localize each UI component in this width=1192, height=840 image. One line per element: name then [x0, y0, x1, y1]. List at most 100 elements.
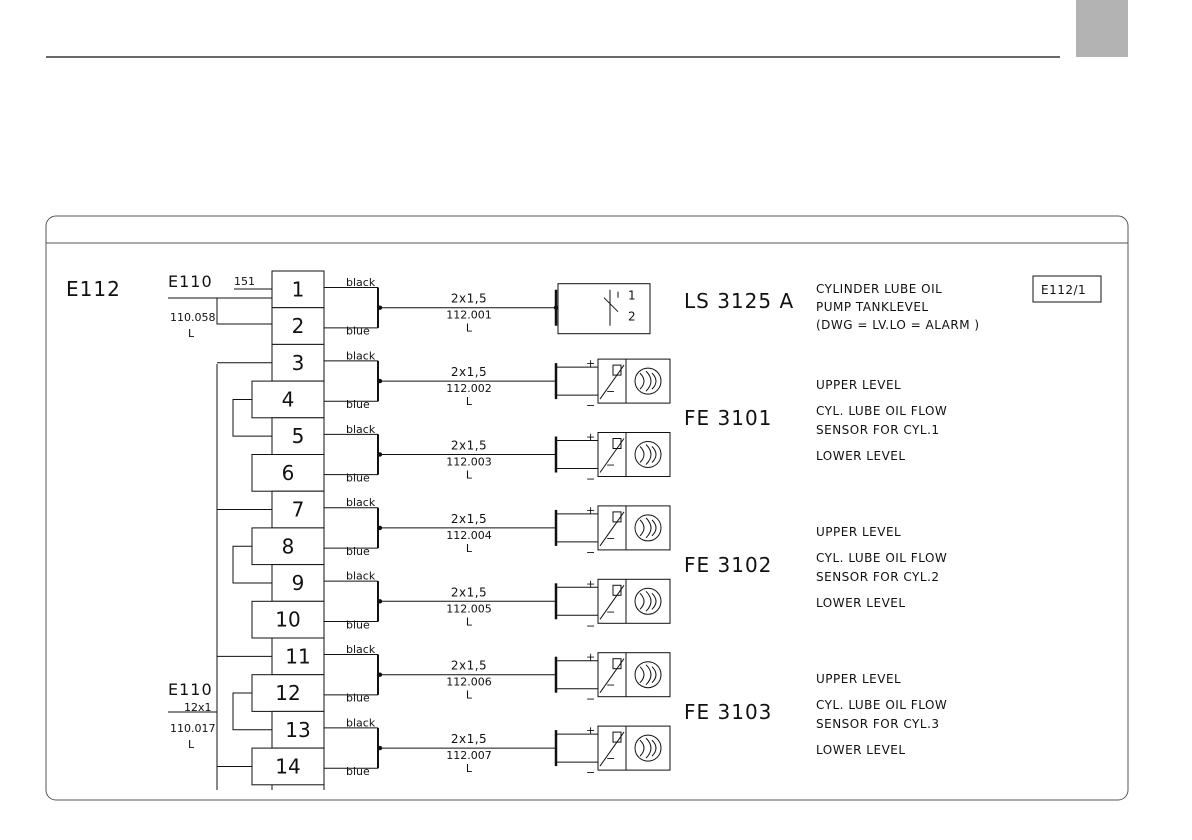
terminal-label-8: 8: [282, 534, 295, 558]
polarity-plus: +: [586, 431, 595, 444]
source-top-label: E110: [168, 272, 213, 291]
terminal-13[interactable]: [271, 710, 325, 749]
cable-size: 2x1,5: [451, 659, 487, 673]
ls3125a-desc-line1: CYLINDER LUBE OIL: [816, 282, 942, 296]
terminal-9[interactable]: [271, 564, 325, 602]
fe3102-desc-line2: SENSOR FOR CYL.2: [816, 570, 940, 584]
sheet-id: E112: [66, 277, 121, 301]
terminal-label-6: 6: [282, 461, 295, 485]
cable-size: 2x1,5: [451, 439, 487, 453]
wire-label-blue: blue: [346, 545, 370, 558]
wire-label-blue: blue: [346, 325, 370, 338]
cable-type: L: [466, 615, 473, 628]
cable-number: 112.001: [446, 309, 492, 322]
sensor-minus: −: [606, 459, 615, 472]
cable-type: L: [466, 542, 473, 555]
lower-level-label-2: LOWER LEVEL: [816, 596, 906, 610]
fe3101-desc-line2: SENSOR FOR CYL.1: [816, 423, 940, 437]
cable-type: L: [466, 689, 473, 702]
cable-number: 112.006: [446, 676, 492, 689]
source-bottom-cable-type: L: [188, 738, 195, 751]
switch-pin-1: 1: [628, 289, 636, 303]
terminal-1[interactable]: [271, 270, 325, 309]
upper-level-label-2: UPPER LEVEL: [816, 525, 901, 539]
fe3103-desc-line2: SENSOR FOR CYL.3: [816, 717, 940, 731]
sensor-minus: −: [606, 679, 615, 692]
cable-size: 2x1,5: [451, 292, 487, 306]
wire-label-blue: blue: [346, 692, 370, 705]
sheet-ref[interactable]: E112/1: [1041, 283, 1086, 297]
wire-label-blue: blue: [346, 765, 370, 778]
terminal-5[interactable]: [271, 417, 325, 455]
terminal-2[interactable]: [271, 307, 325, 345]
wire-label-black: black: [346, 349, 376, 362]
polarity-minus: −: [586, 546, 595, 559]
level-switch-symbol: [557, 283, 651, 335]
sheet-ref-box[interactable]: [1032, 275, 1102, 303]
lower-level-label-1: LOWER LEVEL: [816, 449, 906, 463]
wire-label-black: black: [346, 643, 376, 656]
terminal-label-13: 13: [285, 718, 310, 742]
cable-size: 2x1,5: [451, 585, 487, 599]
source-wiring: [168, 288, 272, 790]
terminal-4[interactable]: [251, 380, 325, 419]
cable-size: 2x1,5: [451, 512, 487, 526]
cable-number: 112.004: [446, 529, 492, 542]
polarity-minus: −: [586, 619, 595, 632]
wire-label-black: black: [346, 276, 376, 289]
page-tab: [1076, 0, 1128, 57]
wire-label-black: black: [346, 570, 376, 583]
upper-level-label-3: UPPER LEVEL: [816, 672, 901, 686]
fe3101-desc-line1: CYL. LUBE OIL FLOW: [816, 404, 947, 418]
terminal-14[interactable]: [251, 747, 325, 786]
polarity-minus: −: [586, 399, 595, 412]
instrument-tag-fe3101: FE 3101: [684, 406, 772, 430]
polarity-minus: −: [586, 473, 595, 486]
flow-sensor-symbol: [597, 505, 671, 551]
ls3125a-desc-line2: PUMP TANKLEVEL: [816, 300, 929, 314]
sensor-head-icon: [634, 514, 662, 542]
terminal-12[interactable]: [251, 674, 325, 712]
wire-label-blue: blue: [346, 618, 370, 631]
polarity-plus: +: [586, 724, 595, 737]
switch-pin-2: 2: [628, 310, 636, 324]
sensor-head-icon: [634, 587, 662, 615]
terminal-label-3: 3: [292, 351, 305, 375]
cable-number: 112.002: [446, 382, 492, 395]
flow-sensor-symbol: [597, 725, 671, 771]
terminal-label-1: 1: [292, 277, 305, 301]
sensor-minus: −: [606, 385, 615, 398]
sensor-head-icon: [634, 367, 662, 395]
polarity-minus: −: [586, 766, 595, 779]
source-bottom-wire: 12x1: [184, 701, 212, 714]
terminal-11[interactable]: [271, 637, 325, 676]
terminal-label-10: 10: [275, 608, 300, 632]
sensor-head-icon: [634, 661, 662, 689]
polarity-plus: +: [586, 504, 595, 517]
terminal-label-9: 9: [292, 571, 305, 595]
instrument-tag-fe3102: FE 3102: [684, 553, 772, 577]
terminal-10[interactable]: [251, 600, 325, 639]
source-bottom-label: E110: [168, 680, 213, 699]
diagram-frame: [45, 215, 1129, 801]
terminal-6[interactable]: [251, 454, 325, 492]
wire-label-blue: blue: [346, 472, 370, 485]
flow-sensor-symbol: [597, 652, 671, 698]
cable-size: 2x1,5: [451, 365, 487, 379]
cable-number: 112.005: [446, 602, 492, 615]
terminal-7[interactable]: [271, 490, 325, 529]
upper-level-label-1: UPPER LEVEL: [816, 378, 901, 392]
wire-label-black: black: [346, 496, 376, 509]
flow-sensor-symbol: [597, 358, 671, 404]
source-bottom-cable: 110.017: [170, 722, 216, 735]
polarity-plus: +: [586, 577, 595, 590]
terminal-label-11: 11: [285, 644, 310, 668]
cable-type: L: [466, 322, 473, 335]
